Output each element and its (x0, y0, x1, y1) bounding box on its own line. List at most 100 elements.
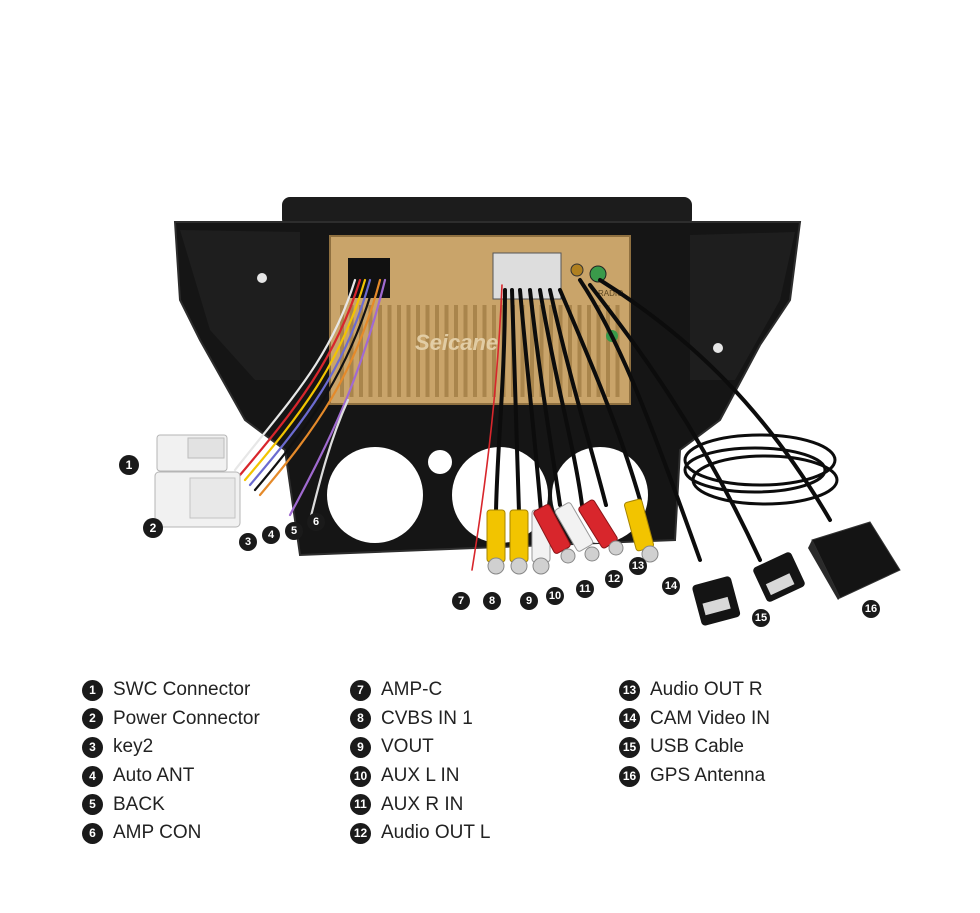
wiring-diagram: Seicane RADIO (119, 197, 901, 627)
marker-14: 14 (662, 577, 680, 595)
marker-10: 10 (546, 587, 564, 605)
heatsink-fin (378, 305, 382, 397)
legend-number: 4 (82, 765, 103, 787)
legend-label: USB Cable (650, 736, 744, 758)
gps-cable-coil (683, 433, 839, 506)
legend-item: 1 SWC Connector (82, 676, 260, 705)
rca-plug-cvbs-in (486, 509, 506, 575)
legend-number: 5 (82, 794, 103, 816)
heatsink-fin (558, 305, 563, 397)
legend-item: 7 AMP-C (350, 676, 490, 705)
legend-item: 11 AUX R IN (350, 790, 490, 819)
legend-label: AUX R IN (381, 793, 464, 815)
marker-9: 9 (520, 592, 538, 610)
mount-hole-left (257, 273, 267, 283)
legend-label: Audio OUT L (381, 822, 491, 844)
rca-cables (494, 278, 832, 562)
heatsink-fin (397, 305, 401, 397)
mount-hole-right (713, 343, 723, 353)
legend-label: BACK (113, 793, 165, 815)
legend-item: 3 key2 (82, 733, 260, 762)
main-connector-socket (348, 258, 390, 298)
marker-8: 8 (483, 592, 501, 610)
legend-item: 15 USB Cable (619, 733, 770, 762)
rca-plug-audio-out-l (554, 502, 600, 562)
swc-connector (156, 434, 228, 472)
heatsink-fin (473, 305, 477, 397)
legend-item: 4 Auto ANT (82, 762, 260, 791)
legend-number: 15 (619, 736, 640, 758)
heatsink-fin (568, 305, 572, 397)
marker-3: 3 (239, 533, 257, 551)
usb-plug-b (753, 552, 805, 602)
heatsink-fin (520, 305, 525, 397)
legend-number: 12 (350, 822, 371, 844)
legend-number: 1 (82, 679, 103, 701)
heatsink-fin (454, 305, 458, 397)
knob-cutout (428, 450, 452, 474)
vent-cutout-left (327, 447, 423, 543)
legend-item: 5 BACK (82, 790, 260, 819)
rca-plug-aux-r (533, 504, 576, 564)
heatsink-fin (444, 305, 449, 397)
marker-2: 2 (143, 518, 163, 538)
watermark: Seicane (415, 330, 498, 355)
marker-6: 6 (307, 513, 325, 531)
legend-number: 14 (619, 708, 640, 730)
heatsink-fin (340, 305, 344, 397)
heatsink-fin (387, 305, 392, 397)
top-lip (282, 197, 692, 227)
heatsink-fin (530, 305, 534, 397)
head-unit-illustration: Seicane RADIO (154, 197, 901, 626)
marker-4: 4 (262, 526, 280, 544)
marker-11: 11 (576, 580, 594, 598)
marker-13: 13 (629, 557, 647, 575)
legend-label: CAM Video IN (650, 707, 771, 729)
gps-jack (589, 265, 607, 283)
heatsink-fin (539, 305, 544, 397)
legend-item: 10 AUX L IN (350, 762, 490, 791)
heatsink-fin (606, 305, 610, 397)
usb-plug-a (692, 576, 741, 626)
rca-plug-audio-out-r (578, 499, 624, 556)
legend-label: CVBS IN 1 (381, 707, 473, 729)
legend-label: Auto ANT (113, 765, 195, 787)
heatsink-fin (492, 305, 496, 397)
right-bracket (690, 232, 795, 380)
legend-number: 11 (350, 794, 371, 816)
harness-wires (233, 278, 503, 571)
heatsink-fin (577, 305, 582, 397)
legend-number: 13 (619, 679, 640, 701)
legend-number: 10 (350, 765, 371, 787)
left-bracket (180, 230, 300, 380)
heatsink-fin (368, 305, 373, 397)
power-connector (154, 471, 241, 528)
legend-label: SWC Connector (113, 679, 251, 701)
gps-antenna (808, 521, 901, 600)
legend-label: AMP CON (113, 822, 202, 844)
legend-label: GPS Antenna (650, 765, 766, 787)
heatsink-fin (349, 305, 354, 397)
legend-label: AUX L IN (381, 765, 460, 787)
rca-plug-vout (509, 509, 529, 575)
antenna-jack (570, 263, 584, 277)
legend-number: 16 (619, 765, 640, 787)
heatsink-fin (435, 305, 439, 397)
heatsink-fin (406, 305, 411, 397)
legend-item: 12 Audio OUT L (350, 819, 490, 848)
heatsink-fin (596, 305, 601, 397)
rca-plugs (486, 498, 659, 575)
legend-label: key2 (113, 736, 154, 758)
legend-label: Audio OUT R (650, 679, 763, 701)
marker-7: 7 (452, 592, 470, 610)
legend-number: 3 (82, 736, 103, 758)
legend-number: 7 (350, 679, 371, 701)
legend-label: AMP-C (381, 679, 443, 701)
heatsink-fin (425, 305, 430, 397)
